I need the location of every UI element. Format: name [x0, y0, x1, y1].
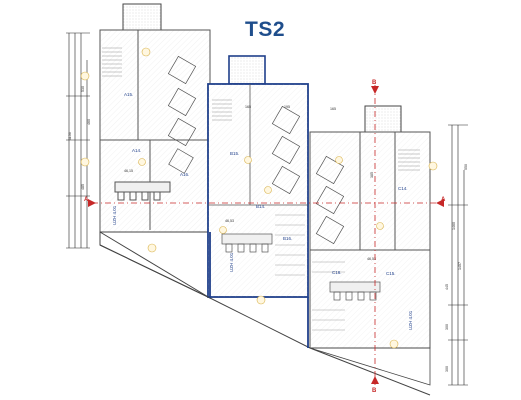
label-b14: B14. — [256, 204, 265, 209]
dim-right-e: 300 — [445, 366, 449, 372]
label-b16: B16. — [283, 236, 292, 241]
label-b15: B15. — [230, 151, 239, 156]
unit-c-terrace — [309, 347, 431, 386]
label-a-vert: UZH 4.01 — [112, 205, 117, 225]
section-arrow-a-right — [436, 199, 444, 207]
right-dimension-lines — [448, 124, 468, 386]
label-a14: A14. — [132, 148, 141, 153]
left-dimension-lines — [66, 32, 90, 249]
dim-mid-a: 195 — [284, 105, 290, 109]
section-label-b-bottom: B — [372, 388, 377, 394]
section-arrow-b-top — [371, 86, 379, 94]
dim-right-d: 300 — [445, 324, 449, 330]
dim-left-total: 1156 — [68, 132, 72, 140]
dim-right-c: 445 — [445, 284, 449, 290]
dim-top-a: 165 — [245, 105, 251, 109]
section-label-b-top: B — [372, 80, 377, 86]
section-label-a-left: A — [84, 197, 89, 203]
section-label-a-right: A — [441, 197, 446, 203]
dim-left-a: 530 — [81, 86, 85, 92]
dim-right-a: 1457 — [458, 262, 462, 270]
section-arrow-b-bottom — [371, 376, 379, 384]
label-b-vert: UZH 4.01 — [229, 252, 234, 272]
unit-a — [99, 3, 211, 233]
label-c15: C15. — [386, 271, 396, 276]
dim-area-b: 46,53 — [225, 219, 234, 223]
dim-area-c: 46,53 — [367, 257, 376, 261]
dim-mid-b: 385 — [370, 172, 374, 178]
unit-c — [309, 105, 431, 349]
dim-left-b: 485 — [81, 184, 85, 190]
dim-area-a: 46,15 — [124, 169, 133, 173]
dim-left-c: 460 — [87, 119, 91, 125]
dim-right-total: 1460 — [452, 222, 456, 230]
site-boundary-diagonal — [99, 244, 431, 396]
dim-top-b: 165 — [330, 107, 336, 111]
dim-right-b: 550 — [464, 164, 468, 170]
section-arrow-a-left — [88, 199, 96, 207]
tag-markers — [80, 47, 438, 349]
label-a15: A15. — [124, 92, 133, 97]
label-a16: A16. — [180, 172, 189, 177]
plan-title: TS2 — [245, 18, 286, 41]
unit-b — [207, 55, 309, 298]
label-c14: C14. — [398, 186, 408, 191]
label-c-vert: UZH 4.01 — [408, 310, 413, 330]
label-c16: C16. — [332, 270, 342, 275]
